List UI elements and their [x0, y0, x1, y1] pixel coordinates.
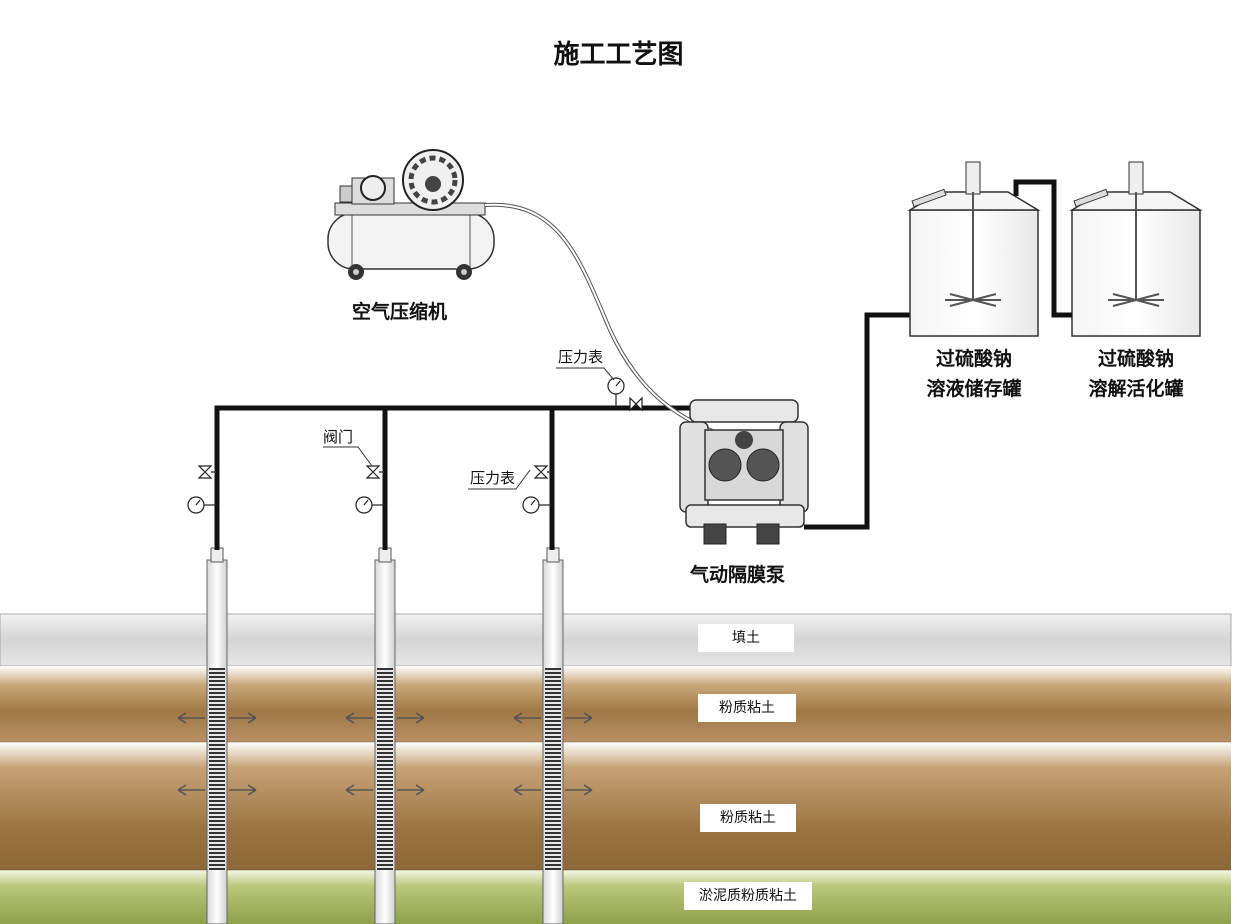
soil-layer-label-silty-clay-lower: 粉质粘土 [700, 804, 796, 832]
injection-wells [206, 547, 564, 924]
injection-well-3 [542, 547, 564, 924]
main-gauge-label: 压力表 [558, 348, 604, 366]
diffusion-arrow [177, 784, 257, 796]
valve-label: 阀门 [323, 428, 354, 446]
compressor-label: 空气压缩机 [352, 301, 448, 323]
silty-clay-layer-upper [0, 666, 1231, 742]
diffusion-arrow [345, 712, 425, 724]
transfer-pipe [1013, 179, 1072, 318]
well-fittings [187, 465, 552, 514]
storage-tank [907, 161, 1041, 337]
activation-tank [1069, 161, 1203, 337]
injection-well-2 [374, 547, 396, 924]
soil-profile [0, 613, 1232, 924]
mucky-silty-clay-layer [0, 870, 1231, 924]
valve-icon [533, 465, 552, 479]
activation-tank-label-line-2: 溶解活化罐 [1088, 378, 1184, 400]
storage-tank-label-line-1: 过硫酸钠 [935, 348, 1012, 370]
diffusion-arrows [177, 712, 593, 796]
injection-pipeline [214, 405, 690, 550]
diffusion-arrow [513, 784, 593, 796]
valve-icon [629, 396, 643, 412]
storage-tank-label-line-2: 溶液储存罐 [926, 378, 1022, 400]
valve-icon [197, 465, 217, 479]
well-gauge-label: 压力表 [470, 469, 516, 487]
activation-tank-label-line-1: 过硫酸钠 [1097, 348, 1174, 370]
silty-clay-layer-lower [0, 742, 1231, 870]
diffusion-arrow [513, 712, 593, 724]
valve-icon [365, 465, 385, 479]
storage-tank-label: 过硫酸钠 溶液储存罐 [912, 344, 1036, 404]
soil-layer-label-silty-clay-upper: 粉质粘土 [698, 694, 796, 722]
activation-tank-label: 过硫酸钠 溶解活化罐 [1074, 344, 1198, 404]
diffusion-arrow [177, 712, 257, 724]
pressure-gauge-icon [522, 496, 552, 514]
pressure-gauge-icon [187, 496, 217, 514]
leader-lines [323, 367, 615, 490]
main-line-fittings [607, 377, 643, 412]
pump-label: 气动隔膜泵 [690, 564, 786, 586]
diaphragm-pump [679, 399, 809, 545]
air-compressor [327, 149, 495, 280]
soil-layer-label-mucky-silty-clay: 淤泥质粉质粘土 [684, 882, 812, 910]
fill-soil-layer [0, 613, 1232, 667]
soil-layer-label-fill: 填土 [698, 624, 794, 652]
diagram-title: 施工工艺图 [553, 40, 684, 70]
injection-well-1 [206, 547, 228, 924]
diffusion-arrow [345, 784, 425, 796]
pressure-gauge-icon [355, 496, 385, 514]
supply-pipe [804, 312, 910, 530]
pressure-gauge-icon [607, 377, 625, 408]
